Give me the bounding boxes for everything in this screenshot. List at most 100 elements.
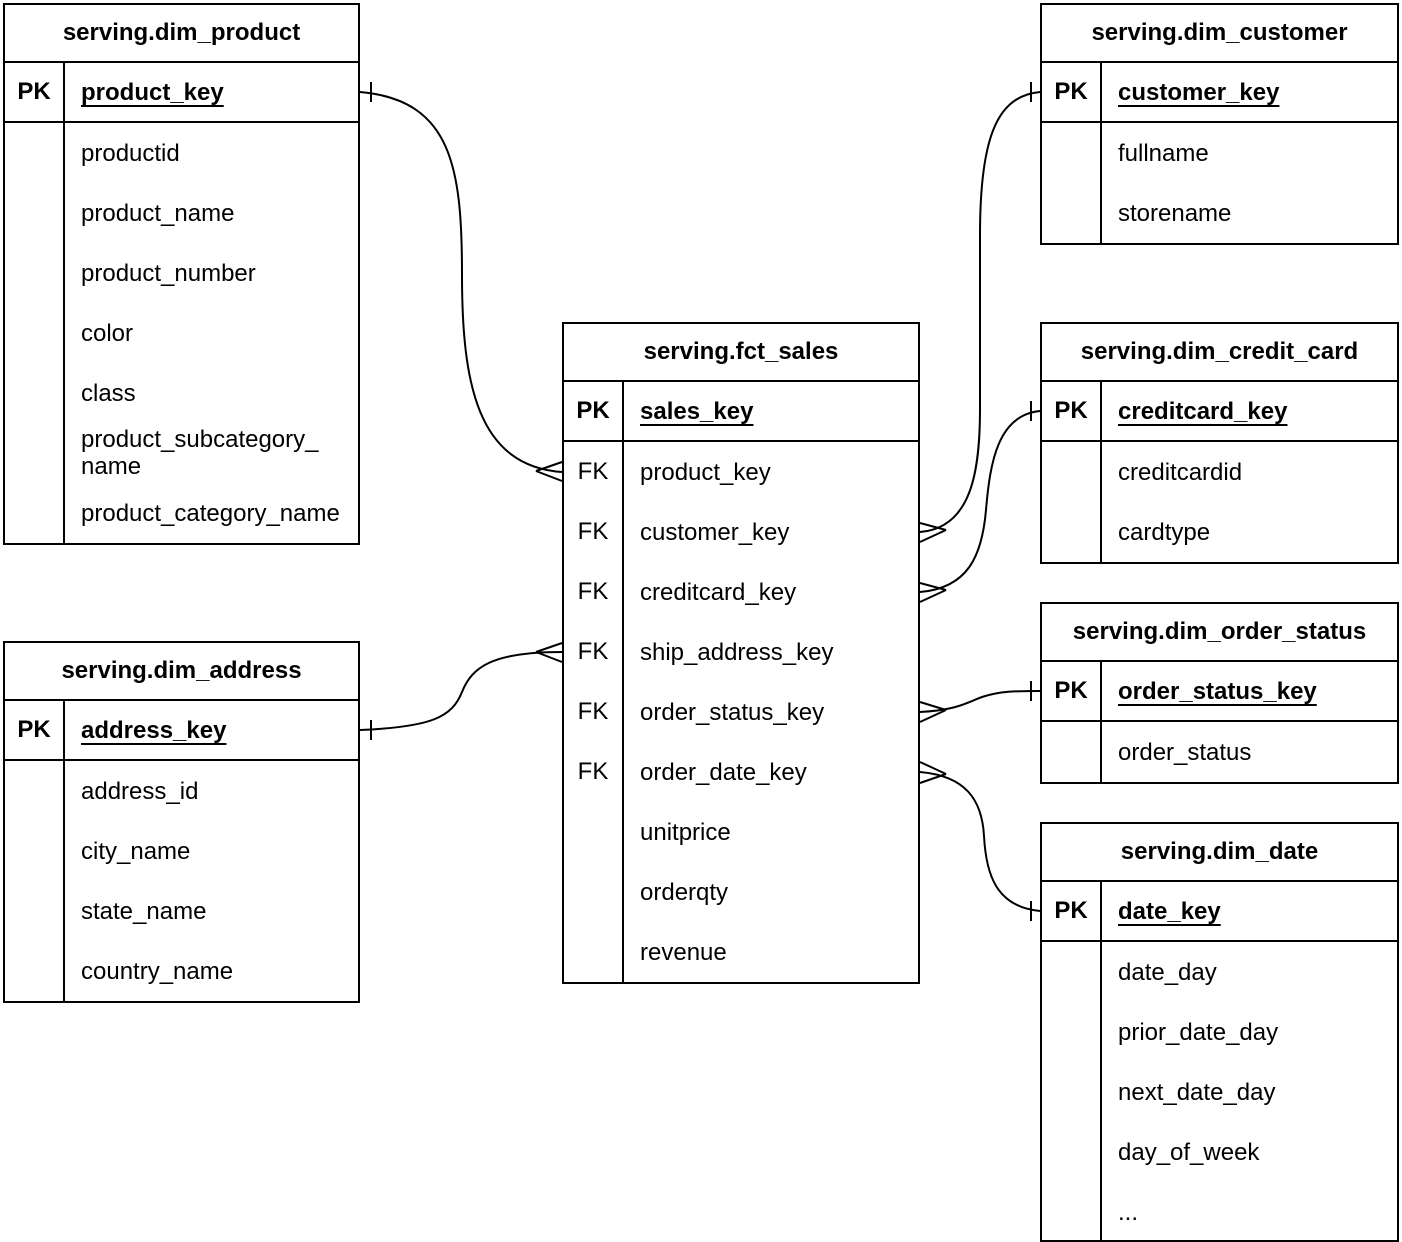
crow-foot-many-icon (919, 582, 947, 603)
pk-label: PK (5, 63, 65, 121)
pk-label: PK (1042, 662, 1102, 720)
field-name: fullname (1118, 139, 1209, 167)
field-row: state_name (5, 881, 358, 941)
field-row: product_number (5, 243, 358, 303)
connector-line (919, 91, 1041, 533)
field-name: creditcardid (1118, 458, 1243, 486)
pk-row: PK sales_key (564, 382, 918, 442)
field-row: order_status (1042, 722, 1397, 782)
key-cell (5, 423, 65, 483)
connector-line (359, 91, 563, 473)
key-cell (1042, 1002, 1102, 1062)
crow-foot-many-icon (919, 522, 947, 543)
pk-label: PK (1042, 63, 1102, 121)
pk-label: PK (564, 382, 624, 440)
crow-foot-many-icon (919, 761, 947, 784)
field-name: state_name (81, 897, 207, 925)
field-name: ... (1118, 1198, 1139, 1226)
key-cell (1042, 1122, 1102, 1182)
field-name: product_name (81, 199, 235, 227)
key-cell (564, 802, 624, 862)
pk-field-name: date_key (1118, 897, 1221, 925)
field-name: color (81, 319, 134, 347)
field-name: orderqty (640, 878, 729, 906)
fk-label: FK (564, 502, 624, 562)
connector-line (359, 651, 563, 731)
field-name: class (81, 379, 136, 407)
field-row: product_category_name (5, 483, 358, 543)
field-row: revenue (564, 922, 918, 982)
entity-dim-credit-card: serving.dim_credit_card PK creditcard_ke… (1040, 322, 1399, 564)
key-cell (5, 183, 65, 243)
pk-label: PK (5, 701, 65, 759)
field-name: unitprice (640, 818, 731, 846)
key-cell (1042, 1062, 1102, 1122)
entity-title: serving.fct_sales (564, 324, 918, 382)
pk-label: PK (1042, 382, 1102, 440)
fk-label: FK (564, 562, 624, 622)
fk-label: FK (564, 442, 624, 502)
field-name: cardtype (1118, 518, 1211, 546)
pk-field-name: address_key (81, 716, 227, 744)
field-name: product_number (81, 259, 256, 287)
field-row: fullname (1042, 123, 1397, 183)
pk-field-name: product_key (81, 78, 224, 106)
key-cell (5, 941, 65, 1001)
field-row: class (5, 363, 358, 423)
relationship-fct-sales-dim-date (919, 761, 1041, 921)
field-row: storename (1042, 183, 1397, 243)
field-row: unitprice (564, 802, 918, 862)
entity-title: serving.dim_product (5, 5, 358, 63)
fk-field-row: FK creditcard_key (564, 562, 918, 622)
key-cell (1042, 502, 1102, 562)
key-cell (5, 483, 65, 543)
pk-field-name: creditcard_key (1118, 397, 1288, 425)
pk-field-name: customer_key (1118, 78, 1280, 106)
key-cell (1042, 942, 1102, 1002)
key-cell (5, 123, 65, 183)
field-name: product_subcategory_ name (81, 426, 319, 480)
relationship-fct-sales-dim-product (359, 82, 563, 482)
key-cell (1042, 722, 1102, 782)
connector-line (919, 410, 1041, 593)
relationship-fct-sales-dim-credit-card (919, 401, 1041, 603)
crow-foot-many-icon (919, 701, 947, 723)
field-row: country_name (5, 941, 358, 1001)
entity-dim-address: serving.dim_address PK address_key addre… (3, 641, 360, 1003)
field-name: productid (81, 139, 180, 167)
field-name: day_of_week (1118, 1138, 1260, 1166)
field-name: creditcard_key (640, 578, 797, 606)
field-row: color (5, 303, 358, 363)
field-row: productid (5, 123, 358, 183)
key-cell (564, 922, 624, 982)
entity-dim-product: serving.dim_product PK product_key produ… (3, 3, 360, 545)
entity-title: serving.dim_customer (1042, 5, 1397, 63)
field-row: address_id (5, 761, 358, 821)
field-row: day_of_week (1042, 1122, 1397, 1182)
field-name: country_name (81, 957, 234, 985)
crow-foot-many-icon (535, 461, 563, 482)
field-name: address_id (81, 777, 199, 805)
relationship-fct-sales-dim-order-status (919, 681, 1041, 723)
field-name: order_status (1118, 738, 1252, 766)
field-name: order_status_key (640, 698, 825, 726)
field-row: prior_date_day (1042, 1002, 1397, 1062)
key-cell (5, 881, 65, 941)
pk-row: PK product_key (5, 63, 358, 123)
field-row: cardtype (1042, 502, 1397, 562)
fk-label: FK (564, 682, 624, 742)
pk-field-name: sales_key (640, 397, 754, 425)
field-name: date_day (1118, 958, 1217, 986)
entity-title: serving.dim_order_status (1042, 604, 1397, 662)
pk-field-name: order_status_key (1118, 677, 1317, 705)
key-cell (5, 363, 65, 423)
relationship-fct-sales-dim-customer (919, 82, 1041, 543)
connector-line (919, 690, 1041, 713)
pk-row: PK address_key (5, 701, 358, 761)
fk-label: FK (564, 742, 624, 802)
